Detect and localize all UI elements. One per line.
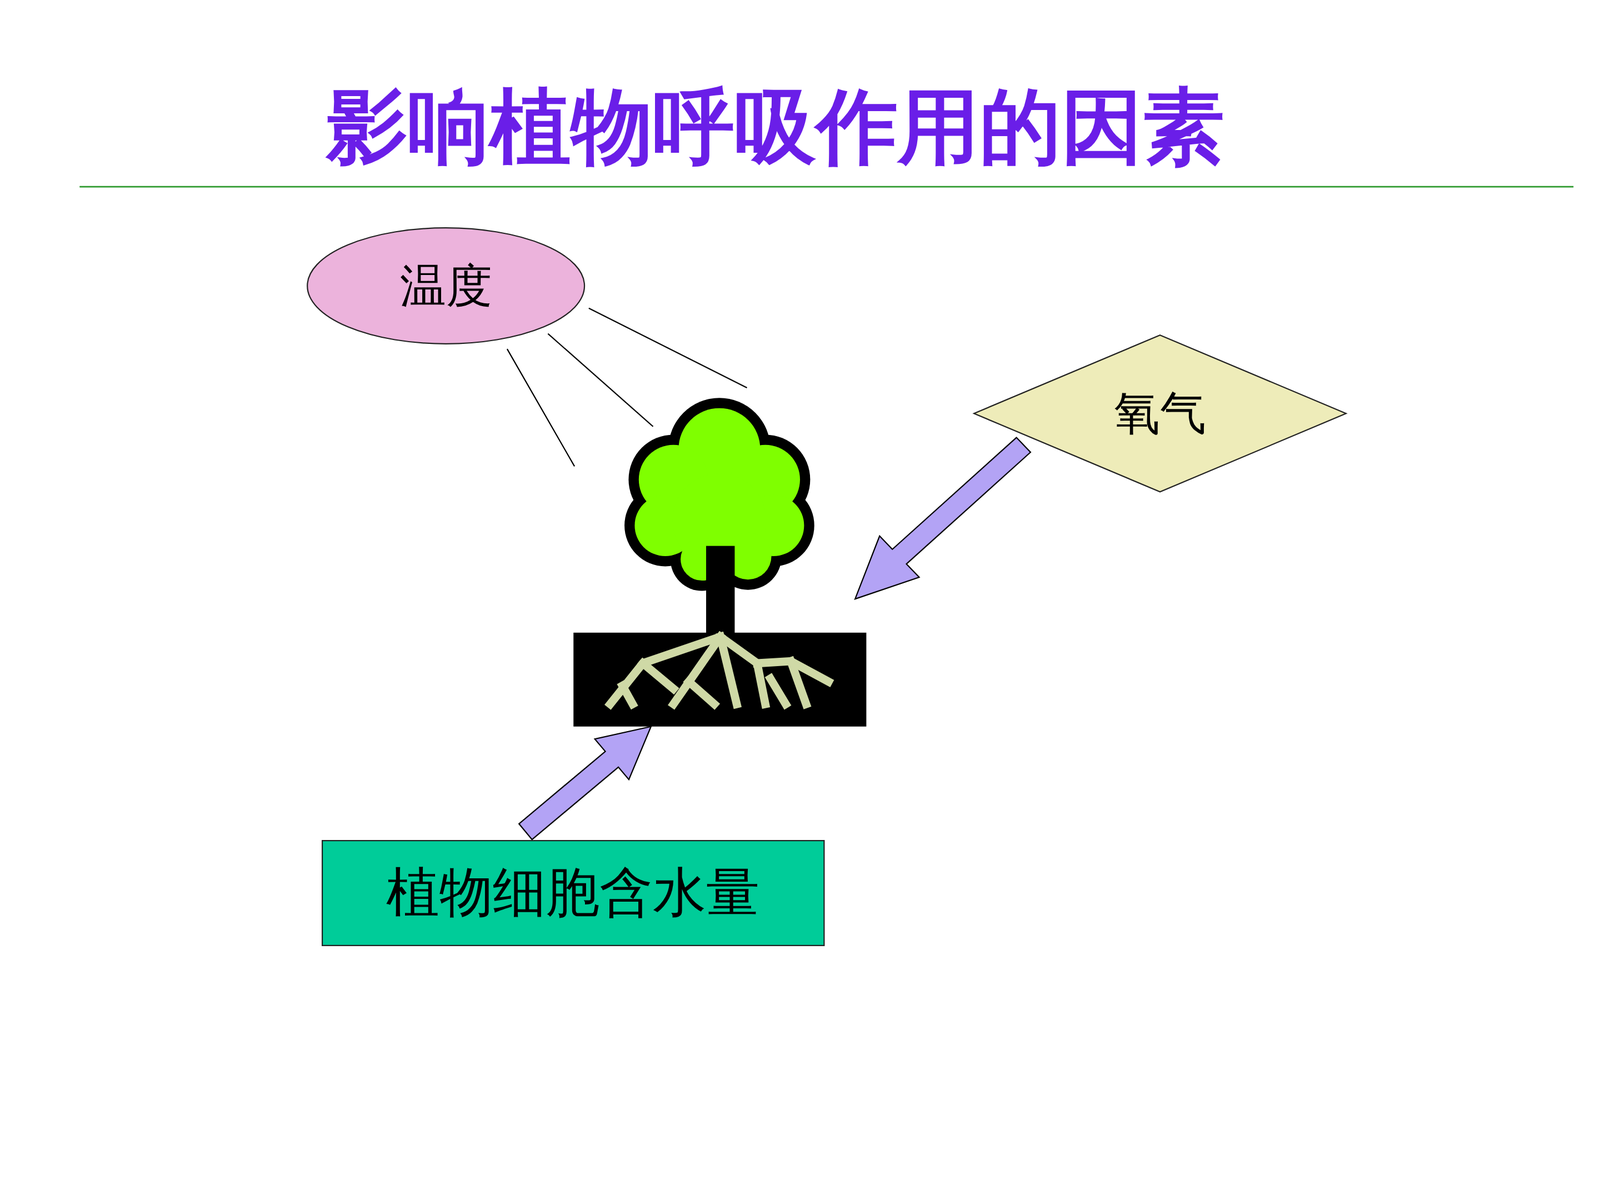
title: 影响植物呼吸作用的因素 [326, 80, 1225, 175]
oxygen-diamond: 氧气 [972, 333, 1348, 494]
tree-trunk [706, 546, 735, 637]
water-arrow [518, 726, 652, 840]
node-label: 温度 [400, 259, 493, 313]
roots [610, 636, 829, 704]
node-label: 植物细胞含水量 [386, 862, 760, 924]
soil [573, 632, 867, 727]
node-label: 氧气 [1113, 386, 1207, 440]
oxygen-arrow [855, 437, 1031, 600]
temperature-ellipse: 温度 [306, 226, 586, 345]
water-content-box: 植物细胞含水量 [321, 840, 825, 947]
title-rule [79, 186, 1574, 188]
